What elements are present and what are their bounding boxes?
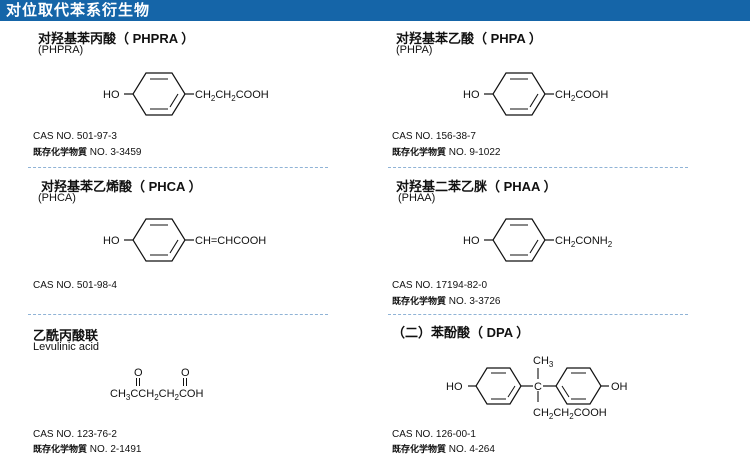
row-divider (388, 167, 688, 168)
row-divider (388, 314, 688, 315)
compound-abbreviation: Levulinic acid (33, 341, 100, 353)
structure-diagram: CH3 HO C OH CH2CH2COOH (446, 355, 628, 421)
cas-number: CAS NO. 156-38-7 (392, 131, 476, 142)
chain-formula: CH3CCH2CH2COH (110, 388, 203, 402)
structure-diagram: HO CH2COOH (463, 72, 608, 116)
existing-chemical-number: 既存化学物質 NO. 9-1022 (392, 147, 501, 158)
structure-diagram: O O CH3CCH2CH2COH (110, 367, 203, 402)
existing-chemical-number: 既存化学物質 NO. 3-3459 (33, 147, 142, 158)
existing-chemical-number: 既存化学物質 NO. 2-1491 (33, 444, 142, 455)
substituent-oh: OH (611, 381, 628, 393)
cas-number: CAS NO. 123-76-2 (33, 429, 117, 440)
compound-name: 对羟基苯丙酸（ PHPRA ） (38, 31, 195, 46)
quaternary-carbon: C (534, 381, 542, 393)
compound-abbreviation: (PHPRA) (38, 44, 84, 56)
compound-abbreviation: (PHAA) (398, 192, 436, 204)
compound-name: 对羟基二苯乙脒（ PHAA ） (396, 179, 557, 194)
structure-diagram: HO CH2CH2COOH (103, 72, 269, 116)
existing-chemical-number: 既存化学物質 NO. 4-264 (392, 444, 495, 455)
cas-number: CAS NO. 126-00-1 (392, 429, 476, 440)
cas-number: CAS NO. 501-98-4 (33, 280, 117, 291)
structure-diagram: HO CH=CHCOOH (103, 218, 266, 262)
substituent-chain: CH=CHCOOH (195, 235, 266, 247)
row-divider (28, 167, 328, 168)
substituent-ho: HO (463, 89, 480, 101)
compound-name: 乙酰丙酸联 (33, 328, 99, 343)
cas-number: CAS NO. 501-97-3 (33, 131, 117, 142)
substituent-ho: HO (463, 235, 480, 247)
carbonyl-oxygen: O (181, 367, 190, 379)
section-header: 对位取代苯系衍生物 (0, 0, 750, 21)
structure-diagram: HO CH2CONH2 (463, 218, 613, 262)
compound-abbreviation: (PHCA) (38, 192, 76, 204)
substituent-chain: CH2CH2COOH (195, 89, 269, 103)
compound-abbreviation: (PHPA) (396, 44, 433, 56)
substituent-ho: HO (103, 89, 120, 101)
substituent-chain: CH2CONH2 (555, 235, 613, 249)
substituent-ho: HO (103, 235, 120, 247)
compound-name: 对羟基苯乙酸（ PHPA ） (396, 31, 542, 46)
substituent-chain: CH2COOH (555, 89, 608, 103)
compound-name: 对羟基苯乙烯酸（ PHCA ） (41, 179, 202, 194)
row-divider (28, 314, 328, 315)
cas-number: CAS NO. 17194-82-0 (392, 280, 488, 291)
methyl-group: CH3 (533, 355, 554, 369)
substituent-ho: HO (446, 381, 463, 393)
substituent-chain: CH2CH2COOH (533, 407, 607, 421)
carbonyl-oxygen: O (134, 367, 143, 379)
existing-chemical-number: 既存化学物質 NO. 3-3726 (392, 296, 501, 307)
compound-name: （二）苯酚酸（ DPA ） (392, 325, 530, 340)
